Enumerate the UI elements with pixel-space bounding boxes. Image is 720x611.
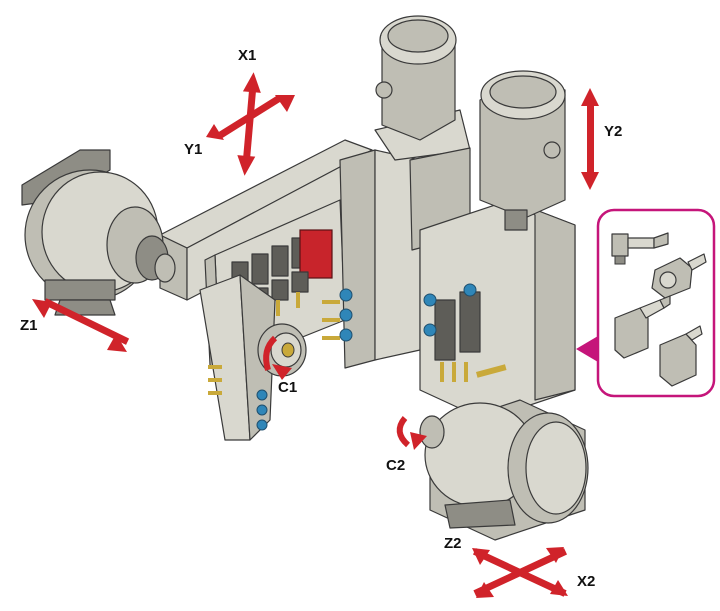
arrow-x1 [237,72,261,176]
axis-arrows [32,72,599,598]
tool-holder-inset [576,208,716,398]
tool-holder-icon [651,253,707,299]
c1-bracket [199,274,307,441]
arrow-x2 [472,547,568,598]
label-c1: C1 [278,379,297,396]
arrow-c2 [396,416,427,450]
label-x2: X2 [577,573,595,590]
inset-pointer [576,336,598,362]
label-z1: Z1 [20,317,38,334]
label-x1: X1 [238,47,256,64]
arrow-z1 [32,298,130,352]
arrow-y1 [206,94,295,140]
arrow-y2 [581,88,599,190]
right-column [419,70,576,421]
tool-holder-icon [659,325,703,387]
tool-holder-icon [614,295,671,359]
label-c2: C2 [386,457,405,474]
left-spindle-motor [21,149,176,316]
label-y2: Y2 [604,123,622,140]
label-y1: Y1 [184,141,202,158]
right-spindle-motor [419,399,589,541]
arrow-c1 [263,335,292,380]
center-column [322,15,471,369]
tool-holder-icon [611,232,669,265]
label-z2: Z2 [444,535,462,552]
